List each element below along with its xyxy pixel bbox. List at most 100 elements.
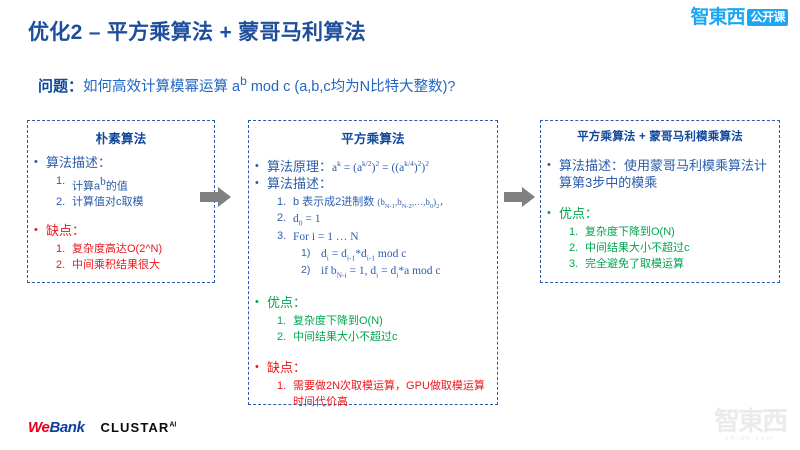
bullet-dot-icon: • bbox=[547, 159, 551, 171]
box2-bullet-pros: • 优点： bbox=[255, 295, 493, 312]
webank-we: We bbox=[28, 419, 50, 436]
box1-description-heading: 算法描述： bbox=[46, 155, 112, 170]
arrow-right-icon-2 bbox=[504, 187, 535, 207]
box1-item-number: 2. bbox=[56, 196, 66, 209]
question-line: 问题：如何高效计算模幂运算 ab mod c (a,b,c均为N比特大整数)? bbox=[38, 74, 456, 96]
box2-bullet-cons: • 缺点： bbox=[255, 360, 493, 377]
box3-pros-number: 3. bbox=[569, 257, 579, 270]
box1-cons-text: 中间乘积结果很大 bbox=[72, 259, 160, 272]
page-title: 优化2 – 平方乘算法 + 蒙哥马利算法 bbox=[28, 21, 366, 44]
box1-bullet-cons: • 缺点： bbox=[34, 223, 210, 240]
box3-pros-text: 复杂度下降到O(N) bbox=[585, 225, 675, 238]
box3-pros-item: 1. 复杂度下降到O(N) bbox=[569, 225, 775, 241]
watermark-url: zhidx.com bbox=[725, 435, 775, 442]
watermark-mark: 智東西 bbox=[713, 406, 788, 436]
box1-item-number: 1. bbox=[56, 174, 66, 187]
webank-logo: WeBank bbox=[28, 419, 85, 436]
footer-logos: WeBank CLUSTARAI bbox=[28, 419, 176, 436]
bullet-dot-icon: • bbox=[547, 206, 551, 219]
box3-pros-item: 2. 中间结果大小不超过c bbox=[569, 241, 775, 257]
bullet-dot-icon: • bbox=[34, 156, 38, 168]
box2-step-number: 1. bbox=[277, 195, 287, 208]
algorithm-box-naive: 朴素算法 • 算法描述： 1. 计算ab的值 2. 计算值对c取模 • bbox=[27, 120, 215, 283]
box2-pros-text: 复杂度下降到O(N) bbox=[293, 314, 383, 327]
box2-step-text: For i = 1 … N bbox=[293, 231, 359, 244]
box2-step: 2. d0 = 1 bbox=[277, 211, 493, 229]
box1-item: 1. 计算ab的值 bbox=[56, 174, 210, 196]
question-label: 问题： bbox=[38, 77, 84, 95]
watermark: 智東西 zhidx.com bbox=[713, 406, 788, 442]
box1-item-text-a: 计算a bbox=[72, 180, 101, 193]
bullet-dot-icon: • bbox=[255, 360, 259, 373]
box3-pros-number: 2. bbox=[569, 241, 579, 254]
box2-pros-text: 中间结果大小不超过c bbox=[293, 330, 398, 343]
box2-substep-number: 2) bbox=[301, 264, 311, 277]
clustar-logo: CLUSTARAI bbox=[101, 420, 177, 435]
box1-item-exp: b bbox=[100, 175, 106, 188]
box1-item: 2. 计算值对c取模 bbox=[56, 195, 210, 211]
box2-substep-formula: di = di-1*di-1 mod c bbox=[321, 247, 407, 263]
box2-cons-heading: 缺点： bbox=[267, 359, 307, 375]
box3-pros-heading: 优点： bbox=[559, 205, 599, 221]
question-exponent: b bbox=[240, 74, 247, 88]
box1-cons-text: 复杂度高达O(2^N) bbox=[72, 243, 163, 256]
box2-substep-number: 1) bbox=[301, 246, 311, 259]
box1-bullet-description: • 算法描述： bbox=[34, 155, 210, 172]
box1-cons-number: 2. bbox=[56, 259, 66, 272]
box2-step: 3. For i = 1 … N bbox=[277, 229, 493, 246]
box2-cons-text: 需要做2N次取模运算，GPU做取模运算时间代价高 bbox=[293, 379, 485, 408]
box3-pros-text: 中间结果大小不超过c bbox=[585, 241, 690, 254]
box2-pros-item: 1. 复杂度下降到O(N) bbox=[277, 314, 493, 330]
box2-description-heading: 算法描述： bbox=[267, 175, 333, 191]
box2-substep: 2) if bN-i = 1, di = di*a mod c bbox=[301, 263, 493, 281]
box1-cons-number: 1. bbox=[56, 243, 66, 256]
arrow-right-icon-1 bbox=[200, 187, 231, 207]
box1-block-cons: • 缺点： 1. 复杂度高达O(2^N) 2. 中间乘积结果很大 bbox=[34, 223, 210, 274]
webank-bank: Bank bbox=[49, 419, 85, 436]
bullet-dot-icon: • bbox=[255, 295, 259, 308]
box1-block-description: • 算法描述： 1. 计算ab的值 2. 计算值对c取模 bbox=[34, 155, 210, 211]
bullet-dot-icon: • bbox=[255, 160, 259, 172]
box2-substep: 1) di = di-1*di-1 mod c bbox=[301, 246, 493, 264]
box1-cons-item: 2. 中间乘积结果很大 bbox=[56, 258, 210, 274]
box2-block-cons: • 缺点： 1. 需要做2N次取模运算，GPU做取模运算时间代价高 bbox=[255, 360, 493, 411]
box2-step-formula: (bN-1,bN-2,…,b0)2， bbox=[377, 196, 449, 210]
box2-pros-heading: 优点： bbox=[267, 294, 307, 310]
brand-mark-text: 智東西 bbox=[690, 7, 745, 28]
box2-step-number: 3. bbox=[277, 230, 287, 243]
bullet-dot-icon: • bbox=[34, 224, 38, 237]
algorithm-box-montgomery: 平方乘算法 + 蒙哥马利模乘算法 • 算法描述：使用蒙哥马利模乘算法计算第3步中… bbox=[540, 120, 780, 283]
box2-step-label: b 表示成2进制数 bbox=[293, 195, 375, 208]
box2-principle-formula: ak = (ak/2)2 = ((ak/4)2)2 bbox=[332, 159, 430, 174]
box3-pros-item: 3. 完全避免了取模运算 bbox=[569, 257, 775, 273]
box2-title: 平方乘算法 bbox=[341, 132, 405, 146]
box1-item-text-b: 的值 bbox=[105, 180, 128, 193]
box3-block-pros: • 优点： 1. 复杂度下降到O(N) 2. 中间结果大小不超过c 3. 完全避… bbox=[547, 206, 775, 273]
algorithm-box-square-multiply: 平方乘算法 • 算法原理：ak = (ak/2)2 = ((ak/4)2)2 •… bbox=[248, 120, 498, 408]
box3-description-heading: 算法描述：使用蒙哥马利模乘算法计算第3步中的模乘 bbox=[559, 158, 768, 190]
box3-pros-text: 完全避免了取模运算 bbox=[585, 257, 684, 270]
box2-principle-heading: 算法原理： bbox=[267, 159, 333, 174]
box3-bullet-pros: • 优点： bbox=[547, 206, 775, 223]
question-text-part2: mod c (a,b,c均为N比特大整数)? bbox=[246, 78, 456, 95]
box1-body: • 算法描述： 1. 计算ab的值 2. 计算值对c取模 • 缺点： bbox=[28, 147, 214, 274]
clustar-text: CLUSTAR bbox=[100, 420, 170, 435]
box1-cons-item: 1. 复杂度高达O(2^N) bbox=[56, 242, 210, 258]
box2-step-text: b 表示成2进制数 (bN-1,bN-2,…,b0)2， bbox=[293, 195, 493, 211]
box3-pros-number: 1. bbox=[569, 225, 579, 238]
box2-pros-number: 2. bbox=[277, 330, 287, 343]
question-text-part1: 如何高效计算模幂运算 a bbox=[83, 78, 241, 95]
box2-pros-number: 1. bbox=[277, 314, 287, 327]
box2-step-number: 2. bbox=[277, 212, 287, 225]
box3-body: • 算法描述：使用蒙哥马利模乘算法计算第3步中的模乘 • 优点： 1. 复杂度下… bbox=[541, 144, 779, 272]
box3-bullet-description: • 算法描述：使用蒙哥马利模乘算法计算第3步中的模乘 bbox=[547, 158, 775, 192]
box2-principle-line: 算法原理：ak = (ak/2)2 = ((ak/4)2)2 bbox=[267, 159, 493, 176]
box2-body: • 算法原理：ak = (ak/2)2 = ((ak/4)2)2 • 算法描述：… bbox=[249, 147, 497, 411]
box2-step-text: d0 = 1 bbox=[293, 213, 321, 228]
box2-substep-formula: if bN-i = 1, di = di*a mod c bbox=[321, 265, 441, 280]
box1-item-text: 计算ab的值 bbox=[72, 174, 210, 196]
box3-title: 平方乘算法 + 蒙哥马利模乘算法 bbox=[577, 131, 743, 143]
box2-bullet-principle: • 算法原理：ak = (ak/2)2 = ((ak/4)2)2 bbox=[255, 159, 493, 176]
box1-title: 朴素算法 bbox=[95, 132, 147, 146]
